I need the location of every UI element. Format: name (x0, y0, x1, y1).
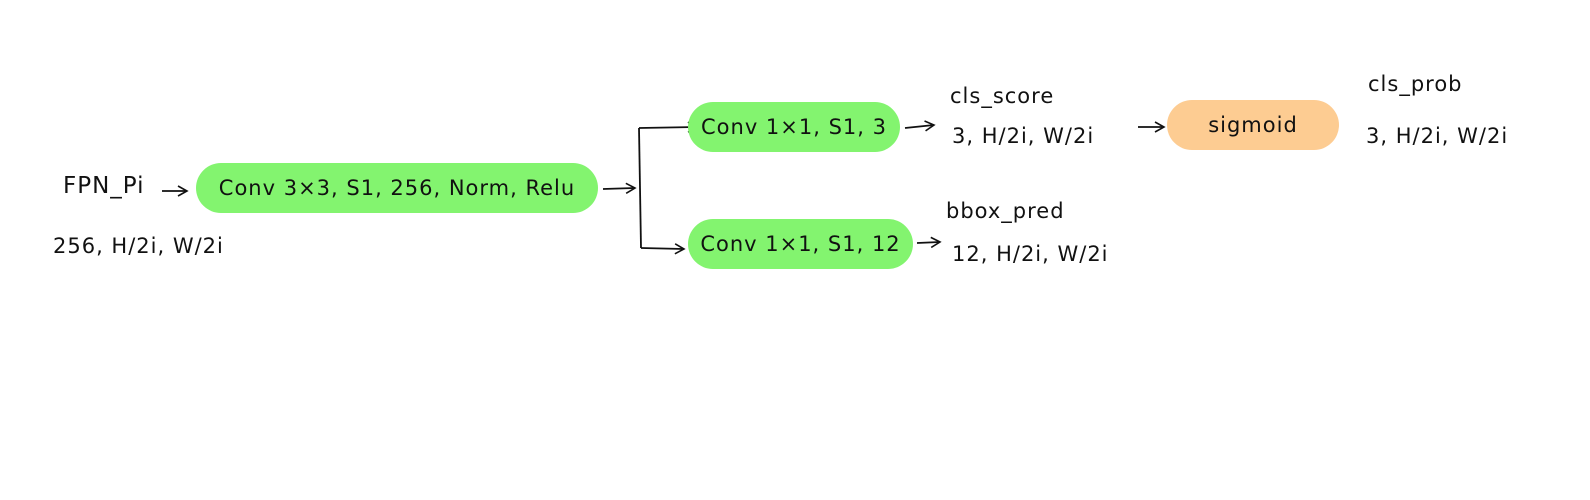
cls-score-shape-label: 3, H/2i, W/2i (952, 124, 1095, 148)
bbox-conv-node: Conv 1×1, S1, 12 (688, 219, 913, 269)
input-shape-label: 256, H/2i, W/2i (53, 234, 224, 258)
bbox-pred-name-label: bbox_pred (946, 199, 1065, 223)
input-name-label: FPN_Pi (63, 173, 145, 199)
cls-prob-name-label: cls_prob (1368, 72, 1463, 96)
cls-score-name-label: cls_score (950, 84, 1055, 108)
arrow-cls-to-score (904, 120, 936, 132)
branch-line (638, 127, 642, 249)
cls-conv-node: Conv 1×1, S1, 3 (688, 102, 900, 152)
arrow-bbox-to-pred (916, 236, 942, 249)
arrow-head-to-branch (602, 182, 637, 194)
sigmoid-node: sigmoid (1167, 100, 1339, 150)
cls-prob-shape-label: 3, H/2i, W/2i (1366, 124, 1509, 148)
arrow-branch-to-bbox (640, 243, 686, 255)
arrow-branch-to-cls (638, 121, 699, 133)
head-conv-node: Conv 3×3, S1, 256, Norm, Relu (196, 163, 598, 213)
bbox-pred-shape-label: 12, H/2i, W/2i (952, 242, 1109, 266)
